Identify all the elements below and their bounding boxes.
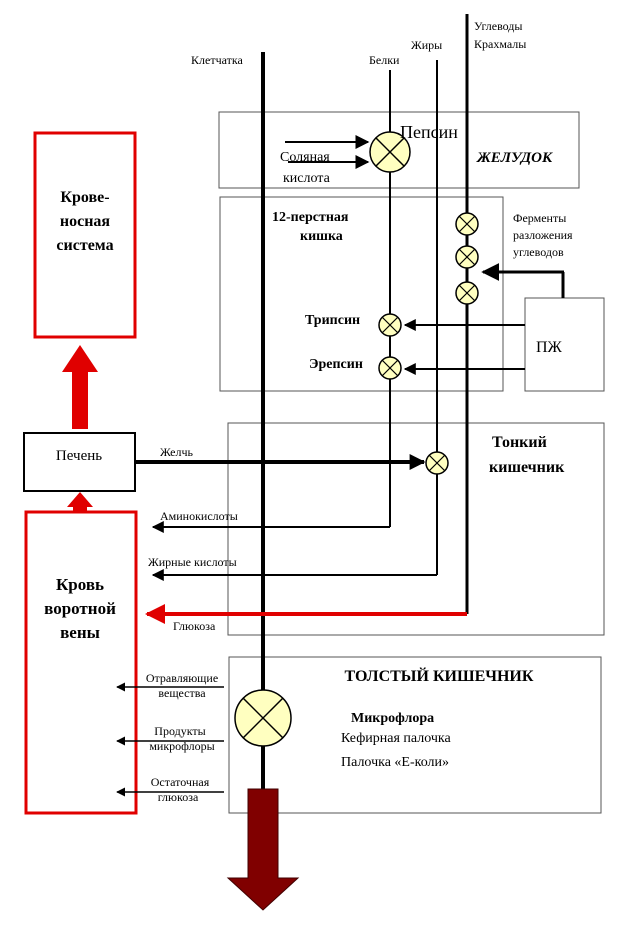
small-intestine-label-2: кишечник <box>489 459 565 476</box>
exit-arrow <box>226 788 300 911</box>
portal-label-3: вены <box>60 623 100 642</box>
liver-to-blood-arrow <box>62 345 98 429</box>
hcl-label-2: кислота <box>283 171 331 186</box>
duodenum-label-1: 12-перстная <box>272 210 349 225</box>
stomach-label: ЖЕЛУДОК <box>476 150 553 166</box>
erepsin-circle-icon <box>378 356 402 380</box>
trypsin-label: Трипсин <box>305 313 360 328</box>
portal-to-liver-arrow <box>67 492 93 512</box>
stomach-box <box>218 111 580 189</box>
products-label-2: микрофлоры <box>149 739 214 753</box>
large-intestine-box <box>228 656 602 814</box>
fatty-label: Жирные кислоты <box>148 555 237 569</box>
liver-label: Печень <box>56 448 102 464</box>
blood-system-box <box>33 131 137 339</box>
small-intestine-label-1: Тонкий <box>492 434 547 451</box>
pancreas-label: ПЖ <box>536 339 563 356</box>
duodenum-box <box>219 196 504 392</box>
fats-label: Жиры <box>411 38 442 52</box>
enzymes-label-2: разложения <box>513 228 573 242</box>
small-intestine-box <box>227 422 605 636</box>
residual-label-2: глюкоза <box>158 790 199 804</box>
carbs-label-1: Углеводы <box>474 19 522 33</box>
ecoli-label: Палочка «Е-коли» <box>341 755 449 770</box>
portal-label-1: Кровь <box>56 575 104 594</box>
microflora-label: Микрофлора <box>351 711 434 726</box>
toxic-label-2: вещества <box>158 686 206 700</box>
portal-vein-box <box>24 510 138 815</box>
residual-label-1: Остаточная <box>151 775 210 789</box>
toxic-label-1: Отравляющие <box>146 671 218 685</box>
kefir-label: Кефирная палочка <box>341 731 451 746</box>
microflora-circle-icon <box>234 689 292 747</box>
pepsin-circle-icon <box>369 131 411 173</box>
proteins-label: Белки <box>369 53 400 67</box>
blood-system-label-3: система <box>56 237 113 254</box>
enzymes-label-1: Ферменты <box>513 211 566 225</box>
fiber-label: Клетчатка <box>191 53 244 67</box>
pepsin-label: Пепсин <box>400 122 458 142</box>
amino-label: Аминокислоты <box>160 509 238 523</box>
carb-enzyme-circle-3-icon <box>455 281 479 305</box>
bile-enzyme-circle-icon <box>425 451 449 475</box>
trypsin-circle-icon <box>378 313 402 337</box>
blood-system-label-2: носная <box>60 213 111 230</box>
hcl-label-1: Соляная <box>280 150 330 165</box>
carb-enzyme-circle-2-icon <box>455 245 479 269</box>
glucose-label: Глюкоза <box>173 619 216 633</box>
large-intestine-label: ТОЛСТЫЙ КИШЕЧНИК <box>345 666 534 685</box>
blood-system-label-1: Крове- <box>60 189 109 206</box>
carb-enzyme-circle-1-icon <box>455 212 479 236</box>
portal-label-2: воротной <box>44 599 116 618</box>
enzymes-label-3: углеводов <box>513 245 564 259</box>
liver-box <box>23 432 136 492</box>
duodenum-label-2: кишка <box>300 229 343 244</box>
erepsin-label: Эрепсин <box>309 357 363 372</box>
products-label-1: Продукты <box>154 724 205 738</box>
bile-label: Желчь <box>160 445 193 459</box>
carbs-label-2: Крахмалы <box>474 37 526 51</box>
